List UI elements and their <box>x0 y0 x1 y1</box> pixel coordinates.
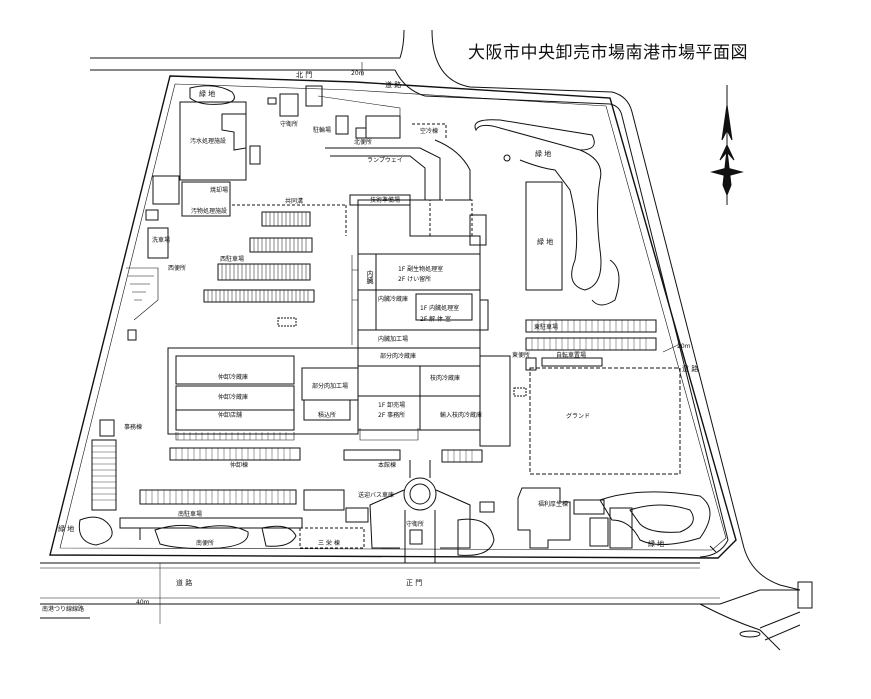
label-north-toilet: 北便所 <box>354 139 373 146</box>
label-bike-parking-e: 自転車置場 <box>556 352 587 359</box>
label-main-bldg: 本館棟 <box>378 462 397 469</box>
label-car-wash: 洗車場 <box>152 237 171 244</box>
label-width-20m-north: 20m <box>351 70 365 77</box>
north-road <box>90 30 612 104</box>
label-ground: グランド <box>566 413 591 420</box>
green-se <box>600 492 716 552</box>
east-road <box>610 92 800 590</box>
label-byproduct-2f: 2F けい留所 <box>398 276 432 283</box>
label-green-ne: 緑 地 <box>535 150 552 158</box>
label-width-40m: 40m <box>136 599 150 606</box>
label-green-se: 緑 地 <box>648 540 665 548</box>
label-split-meat-proc: 部分肉加工場 <box>312 383 349 390</box>
label-north-gate: 北 門 <box>296 71 313 79</box>
label-carcass-cold: 枝肉冷蔵庫 <box>430 375 461 382</box>
nw-buildings <box>146 86 446 258</box>
label-parking-bike: 駐輪場 <box>313 127 332 134</box>
label-split-meat-cold: 部分肉冷蔵庫 <box>380 353 417 360</box>
label-ramp-way: ランプウェイ <box>367 157 403 164</box>
label-rail-line: 南港つり線線路 <box>42 606 85 613</box>
label-radio: 空冷棟 <box>420 128 439 135</box>
green-sw <box>79 517 296 548</box>
label-green-sw: 緑 地 <box>58 525 75 533</box>
label-meat-store-v: 内臓冷蔵庫 <box>378 296 409 303</box>
label-road-south: 道 路 <box>176 579 193 587</box>
label-width-20m-east: 20m <box>677 343 691 350</box>
label-common-path: 共同溝 <box>285 198 304 205</box>
label-south-parking: 南駐車場 <box>178 511 203 518</box>
label-west-parking: 西駐車場 <box>220 256 245 263</box>
label-storage: 積込所 <box>318 412 337 419</box>
west-parking-stalls <box>126 205 346 340</box>
south-road <box>40 563 812 650</box>
label-meat-process-1f: 1F 内臓処理室 <box>420 305 460 312</box>
label-green-e: 緑 地 <box>537 238 554 246</box>
label-green-nw: 緑 地 <box>199 90 216 98</box>
label-toilet-w: 西便所 <box>168 265 187 272</box>
label-byproduct-prep: 技術準備場 <box>370 197 401 204</box>
label-three-bldg: 三 栄 棟 <box>318 540 340 547</box>
label-byproduct-1f: 1F 副生物処理室 <box>398 266 444 273</box>
label-guard-north: 守衛所 <box>280 121 299 128</box>
label-east-parking: 東駐車場 <box>534 324 559 331</box>
map-title: 大阪市中央卸売市場南港市場平面図 <box>468 43 748 63</box>
label-fresh-meat-v: 内臓 <box>366 270 374 284</box>
label-meat-factory: 内臓加工場 <box>378 336 409 343</box>
site-boundary <box>50 76 736 558</box>
label-guard-south: 守衛所 <box>406 521 425 528</box>
label-meat-process-2f: 2F 解 体 室 <box>420 316 451 323</box>
ramp-area <box>325 140 470 205</box>
label-auction-2f: 2F 事務所 <box>378 412 406 419</box>
label-sewage-plant2: 汚物処理施設 <box>191 208 228 215</box>
label-import-cold: 輸入枝肉冷蔵庫 <box>440 412 483 419</box>
label-road-east: 道 路 <box>682 365 699 373</box>
north-compass-icon <box>712 85 742 205</box>
green-ne-area <box>475 120 619 305</box>
label-office-bldg: 事務棟 <box>124 424 143 431</box>
label-road-north: 道 路 <box>385 81 402 89</box>
label-bus-parking: 送迎バス車庫 <box>358 492 395 499</box>
label-south-toilet: 南便所 <box>196 540 215 547</box>
label-sewage-plant: 汚水処理施設 <box>190 138 227 145</box>
east-parking-ground <box>442 320 680 474</box>
label-welfare: 福利厚生棟 <box>538 501 569 508</box>
label-wholesale-cold1: 仲卸冷蔵庫 <box>218 374 249 381</box>
south-center <box>370 460 632 563</box>
label-wholesale-bldg: 仲卸棟 <box>230 462 249 469</box>
wholesale-buildings <box>92 348 418 548</box>
label-toilet-e: 東便所 <box>512 352 531 359</box>
central-complex <box>352 200 488 430</box>
label-wholesale-shop: 仲卸店舗 <box>218 412 243 419</box>
label-wholesale-cold2: 仲卸冷蔵庫 <box>218 394 249 401</box>
label-incinerator: 焼却場 <box>210 187 229 194</box>
label-auction-1f: 1F 卸売場 <box>378 402 406 409</box>
label-main-gate: 正 門 <box>406 579 423 587</box>
